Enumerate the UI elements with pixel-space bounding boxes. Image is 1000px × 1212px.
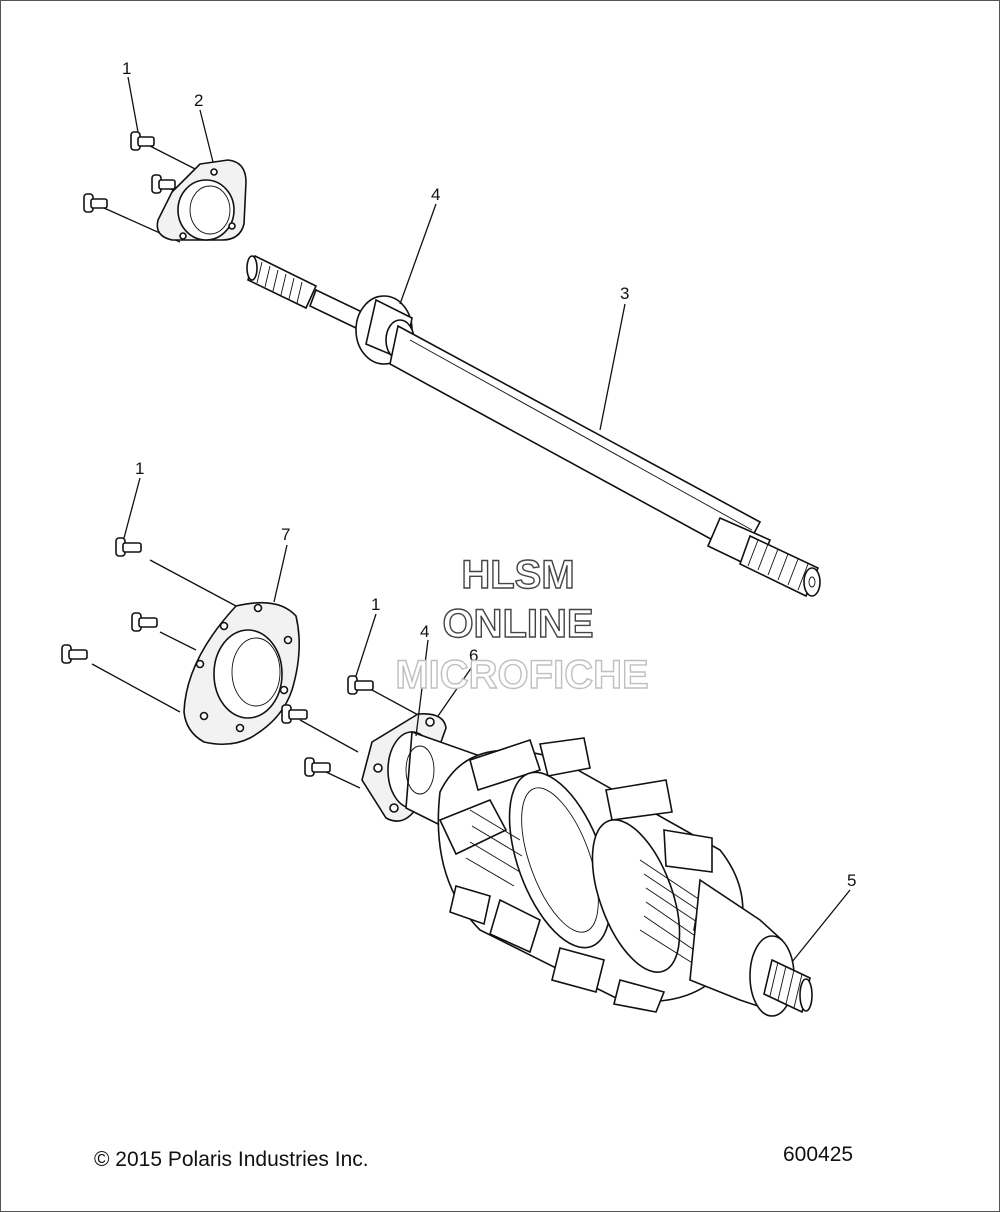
- callout-1-top: 1: [122, 59, 131, 78]
- callout-1-low: 1: [371, 595, 380, 614]
- axle-shaft: [246, 254, 821, 598]
- leader-lines: [123, 76, 851, 963]
- copyright-text: © 2015 Polaris Industries Inc.: [94, 1148, 369, 1171]
- mid-bolt-3: [61, 644, 181, 713]
- callout-3: 3: [620, 284, 629, 303]
- top-bolt-2: [151, 174, 179, 194]
- watermark-line-3: MICROFICHE: [395, 653, 648, 697]
- figure-number: 600425: [783, 1143, 853, 1166]
- mid-bolt-1: [115, 537, 237, 607]
- callout-6: 6: [469, 646, 478, 665]
- top-bolt-3: [83, 193, 181, 243]
- mid-bolt-2: [131, 612, 197, 651]
- callout-7: 7: [281, 525, 290, 544]
- callout-4-top: 4: [431, 185, 440, 204]
- watermark-line-1: HLSM: [461, 553, 574, 597]
- callout-4-low: 4: [420, 622, 429, 641]
- watermark-line-2: ONLINE: [442, 602, 593, 646]
- callout-1-mid: 1: [135, 459, 144, 478]
- differential-assembly: [361, 712, 813, 1017]
- low-bolt-2: [281, 704, 359, 753]
- low-bolt-1: [347, 675, 421, 717]
- callout-2: 2: [194, 91, 203, 110]
- bearing-flange-top: [156, 159, 247, 241]
- flange-plate: [183, 601, 300, 746]
- low-bolt-3: [304, 757, 361, 789]
- callout-5: 5: [847, 871, 856, 890]
